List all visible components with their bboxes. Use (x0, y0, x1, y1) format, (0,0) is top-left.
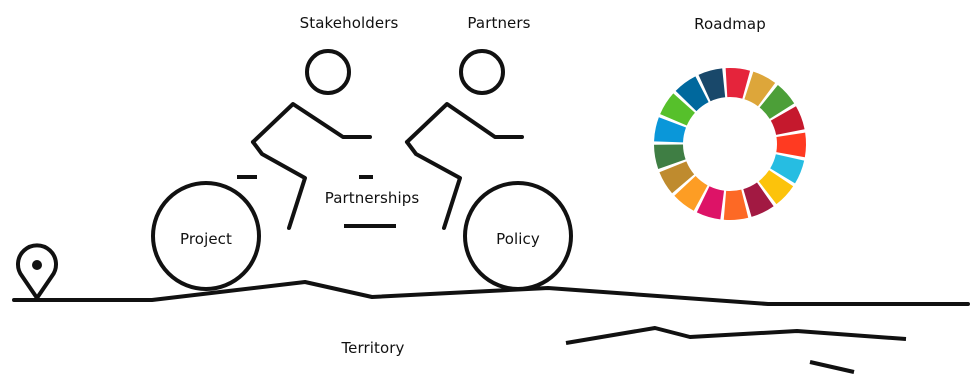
sdg-wheel-segment (660, 93, 695, 126)
policy-wheel (463, 181, 573, 291)
sdg-wheel-segment (674, 176, 708, 211)
ground-line (12, 280, 970, 306)
sdg-wheel-segment (696, 186, 725, 220)
stakeholder-head (305, 49, 351, 95)
stakeholder-leg (251, 140, 307, 230)
sdg-wheel-segment (776, 132, 807, 158)
sdg-wheel-segment (654, 144, 686, 169)
sdg-wheel-segment (770, 106, 805, 135)
partner-leg (405, 140, 462, 230)
partners-label: Partners (467, 14, 531, 32)
sdg-wheel-segment (759, 84, 795, 119)
project-label: Project (179, 230, 233, 248)
roadmap-label: Roadmap (694, 15, 766, 33)
partner-head (459, 49, 505, 95)
stakeholders-label: Stakeholders (299, 14, 399, 32)
underground-line (565, 326, 907, 345)
map-pin-icon (16, 243, 58, 300)
sdg-color-wheel-icon (654, 67, 807, 220)
sdg-wheel-segment (675, 76, 709, 112)
stakeholder-body (251, 102, 372, 144)
sdg-wheel-segment (725, 67, 751, 99)
partnerships-label: Partnerships (324, 189, 420, 207)
sdg-wheel-segment (744, 71, 776, 107)
sdg-wheel-segment (698, 68, 726, 102)
sdg-wheel-segment (654, 117, 687, 143)
project-wheel (151, 181, 261, 291)
map-pin-dot (32, 260, 42, 270)
sdg-wheel-segment (743, 182, 774, 217)
sdg-wheel-segment (770, 154, 805, 184)
sdg-wheel-segment (659, 161, 695, 194)
policy-label: Policy (496, 230, 540, 248)
sdg-wheel-segment (758, 170, 794, 205)
sdg-wheel-segment (723, 189, 749, 220)
underground-dash (809, 360, 855, 374)
partner-body (405, 102, 524, 144)
territory-label: Territory (341, 339, 405, 357)
